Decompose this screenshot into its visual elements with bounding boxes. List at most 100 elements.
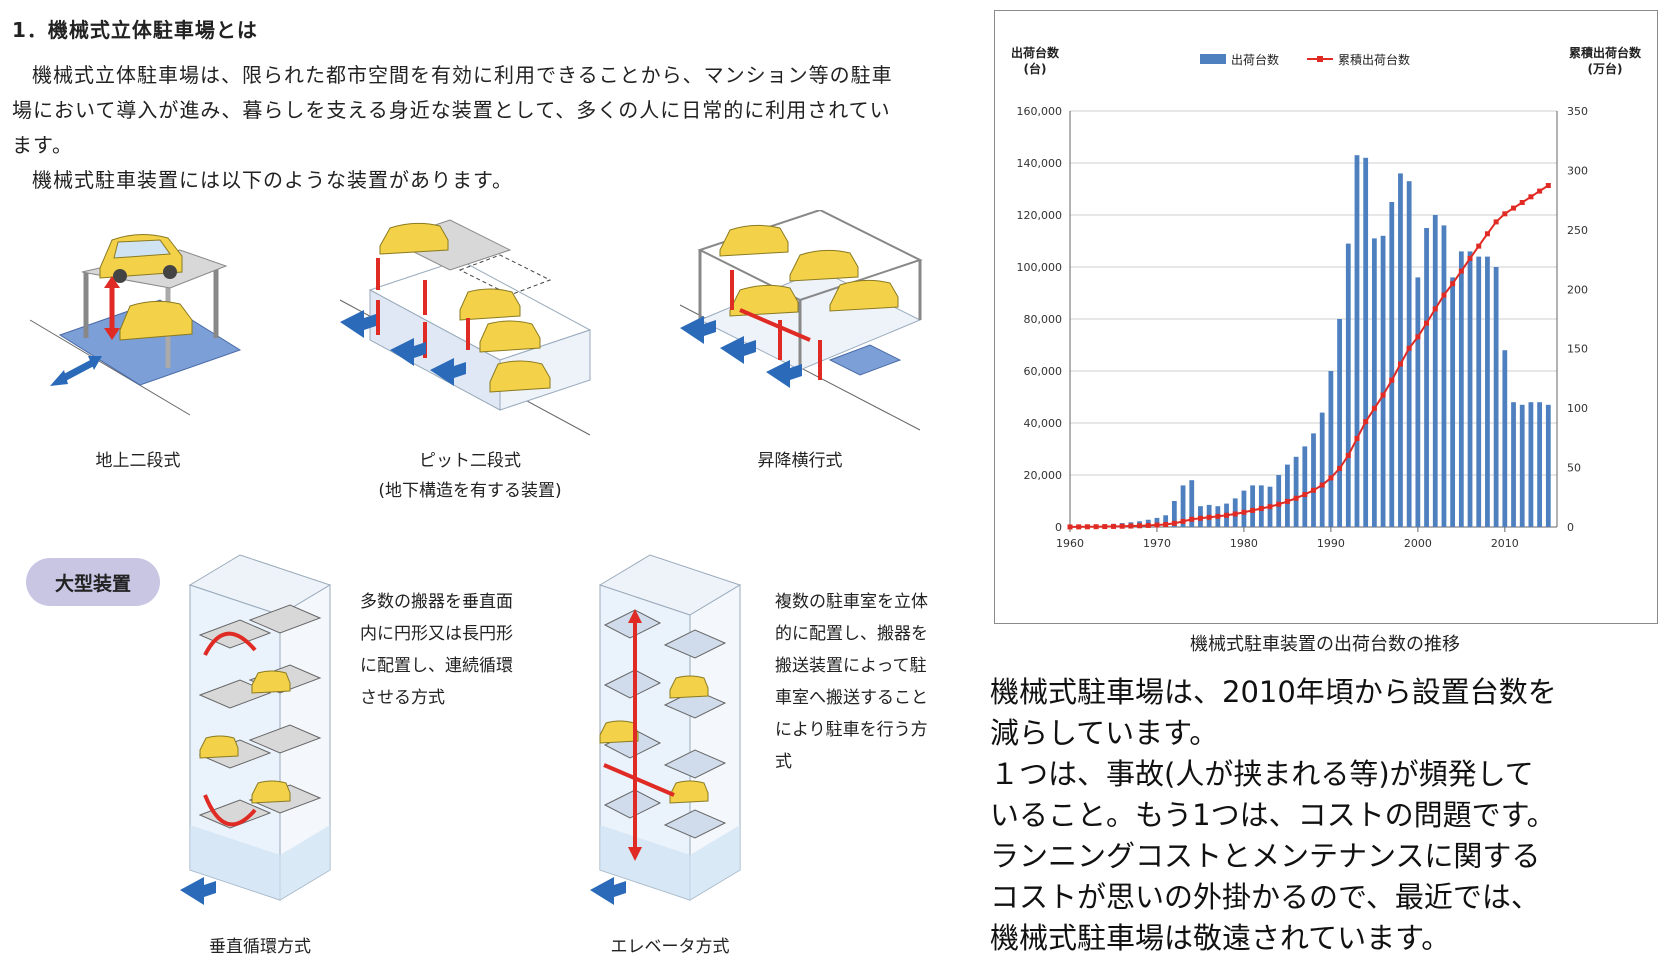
shipment-bar xyxy=(1180,485,1186,527)
shipment-bar xyxy=(1189,480,1195,527)
cumulative-marker xyxy=(1302,492,1308,498)
cumulative-marker xyxy=(1171,520,1177,526)
shipment-bar xyxy=(1450,277,1456,527)
shipment-bar xyxy=(1337,319,1342,527)
intro-line: 機械式立体駐車場は、限られた都市空間を有効に利用できることから、マンション等の駐… xyxy=(32,63,893,87)
cumulative-marker xyxy=(1284,498,1290,504)
cumulative-marker xyxy=(1484,231,1490,237)
elevator-illustration xyxy=(590,554,742,905)
note-line: 機械式駐車場は敬遠されています。 xyxy=(990,921,1451,955)
shipment-bar xyxy=(1380,235,1386,528)
legend-label-cumulative: 累積出荷台数 xyxy=(1338,52,1410,67)
cumulative-marker xyxy=(1493,219,1499,225)
shipment-bar xyxy=(1511,402,1516,527)
vertical-circulation-caption: 垂直循環方式 xyxy=(209,937,311,957)
intro-paragraph: 機械式立体駐車場は、限られた都市空間を有効に利用できることから、マンション等の駐… xyxy=(12,58,972,198)
cumulative-marker xyxy=(1545,183,1551,189)
cumulative-marker xyxy=(1276,501,1282,507)
cumulative-marker xyxy=(1380,392,1386,398)
cumulative-marker xyxy=(1267,504,1273,510)
y-left-tick-label: 80,000 xyxy=(1024,313,1063,326)
x-tick-label: 2000 xyxy=(1404,537,1432,550)
shipment-bar xyxy=(1276,475,1282,527)
shipment-bar xyxy=(1371,238,1377,527)
cumulative-marker xyxy=(1163,521,1169,527)
x-tick-label: 1980 xyxy=(1230,537,1258,550)
shipment-bar xyxy=(1285,464,1290,527)
cumulative-marker xyxy=(1537,188,1543,194)
y-left-tick-label: 20,000 xyxy=(1024,469,1063,482)
cumulative-marker xyxy=(1215,513,1221,519)
ground-two-stage-illustration xyxy=(29,234,242,416)
shipment-bar xyxy=(1345,243,1351,527)
description-line: させる方式 xyxy=(360,688,445,708)
x-tick-label: 1990 xyxy=(1317,537,1345,550)
y-right-tick-label: 300 xyxy=(1567,164,1588,177)
shipment-bar xyxy=(1415,277,1421,527)
y-right-tick-label: 200 xyxy=(1567,283,1588,296)
description-line: 車室へ搬送すること xyxy=(775,688,928,708)
cumulative-marker xyxy=(1197,515,1203,521)
cumulative-marker xyxy=(1337,465,1343,471)
y-left-tick-label: 100,000 xyxy=(1017,261,1063,274)
shipment-bar xyxy=(1519,404,1525,527)
shipment-bar xyxy=(1485,256,1490,527)
cumulative-marker xyxy=(1180,518,1186,524)
vertical-circulation-description: 多数の搬器を垂直面 内に円形又は長円形 に配置し、連続循環 させる方式 xyxy=(360,586,513,714)
description-line: に配置し、連続循環 xyxy=(360,656,513,676)
cumulative-marker xyxy=(1206,514,1212,520)
y-left-tick-label: 140,000 xyxy=(1017,157,1063,170)
cumulative-marker xyxy=(1232,511,1238,517)
vertical-circulation-illustration xyxy=(180,554,332,905)
y-left-axis-title: 出荷台数 xyxy=(1011,45,1060,60)
y-right-tick-label: 100 xyxy=(1567,402,1588,415)
description-line: 搬送装置によって駐 xyxy=(775,656,927,676)
intro-line: ます。 xyxy=(12,133,73,157)
shipment-bar xyxy=(1528,402,1534,527)
lift-slide-caption: 昇降横行式 xyxy=(757,451,843,471)
cumulative-marker xyxy=(1476,243,1482,249)
pit-two-stage-illustration xyxy=(339,219,592,436)
legend-swatch-marker xyxy=(1317,56,1323,62)
y-right-tick-label: 150 xyxy=(1567,343,1588,356)
cumulative-marker xyxy=(1415,334,1421,340)
shipment-bar xyxy=(1406,181,1412,527)
shipment-bar xyxy=(1319,412,1325,527)
cumulative-marker xyxy=(1519,200,1525,206)
shipment-bar xyxy=(1250,485,1256,527)
shipment-bar xyxy=(1293,456,1299,527)
y-left-tick-label: 120,000 xyxy=(1017,209,1063,222)
shipment-bar xyxy=(1154,517,1160,527)
shipment-bar xyxy=(1171,501,1177,527)
pit-two-stage-caption: ピット二段式 xyxy=(419,451,521,471)
description-line: 多数の搬器を垂直面 xyxy=(360,592,513,612)
cumulative-marker xyxy=(1084,524,1090,530)
x-tick-label: 1960 xyxy=(1056,537,1084,550)
cumulative-marker xyxy=(1432,306,1438,312)
cumulative-marker xyxy=(1441,292,1447,298)
cumulative-marker xyxy=(1128,523,1134,529)
shipment-bar xyxy=(1545,404,1551,527)
intro-line: 場において導入が進み、暮らしを支える身近な装置として、多くの人に日常的に利用され… xyxy=(12,98,891,122)
cumulative-marker xyxy=(1241,509,1247,515)
shipment-bar xyxy=(1302,446,1308,527)
cumulative-marker xyxy=(1311,487,1316,493)
description-line: 内に円形又は長円形 xyxy=(360,624,513,644)
shipment-bar xyxy=(1311,433,1316,527)
cumulative-marker xyxy=(1189,516,1195,522)
large-equipment-badge: 大型装置 xyxy=(26,558,160,606)
note-line: コストが思いの外掛かるので、最近では、 xyxy=(990,880,1540,914)
cumulative-marker xyxy=(1397,361,1403,367)
cumulative-marker xyxy=(1511,205,1517,211)
y-right-tick-label: 50 xyxy=(1567,462,1581,475)
cumulative-marker xyxy=(1345,452,1351,458)
shipment-bar xyxy=(1502,350,1508,527)
elevator-caption: エレベータ方式 xyxy=(610,937,730,957)
x-tick-label: 1970 xyxy=(1143,537,1171,550)
cumulative-marker xyxy=(1363,419,1369,425)
cumulative-marker xyxy=(1154,522,1160,528)
description-line: 複数の駐車室を立体 xyxy=(775,592,928,612)
note-line: 減らしています。 xyxy=(990,716,1219,750)
description-line: により駐車を行う方 xyxy=(775,720,928,740)
